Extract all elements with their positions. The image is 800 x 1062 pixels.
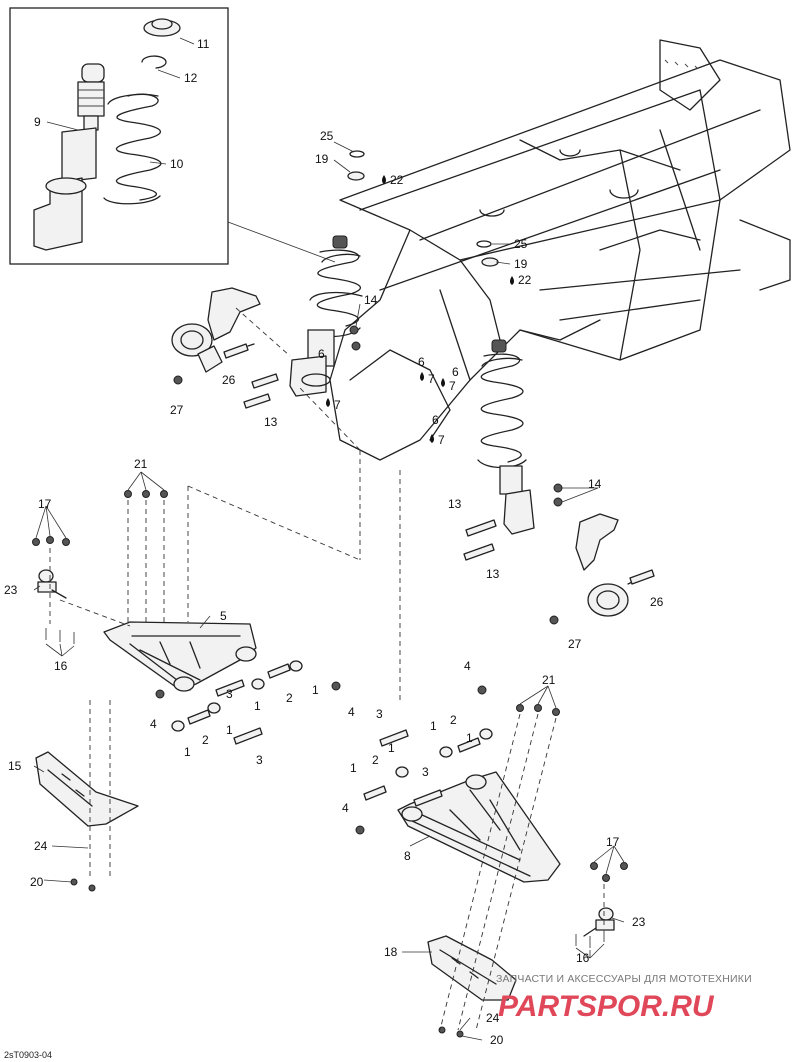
callout-10: 10 xyxy=(170,157,184,171)
callout-25: 25 xyxy=(320,129,334,143)
leader-lines xyxy=(33,37,625,1041)
drop-icon xyxy=(441,378,445,387)
drop-icon xyxy=(430,434,434,443)
callout-20b: 20 xyxy=(490,1033,504,1047)
shock-body-9 xyxy=(33,63,105,251)
callout-18: 18 xyxy=(384,945,398,959)
watermark: ЗАПЧАСТИ И АКСЕССУАРЫ ДЛЯ МОТОТЕХНИКИ PA… xyxy=(496,973,752,1023)
callout-3a: 3 xyxy=(226,687,233,701)
callout-9: 9 xyxy=(34,115,41,129)
callout-1a: 1 xyxy=(312,683,319,697)
callout-1f: 1 xyxy=(466,731,473,745)
callout-2b: 2 xyxy=(202,733,209,747)
callout-13: 13 xyxy=(264,415,278,429)
callout-6c: 6 xyxy=(452,365,459,379)
callout-6d: 6 xyxy=(432,413,439,427)
callout-1c: 1 xyxy=(226,723,233,737)
callout-24: 24 xyxy=(34,839,48,853)
hardware xyxy=(32,150,655,1038)
callout-6b: 6 xyxy=(418,355,425,369)
spring-10 xyxy=(103,93,162,205)
callout-7: 7 xyxy=(428,372,435,386)
callout-24b: 24 xyxy=(486,1011,500,1025)
callout-21b: 21 xyxy=(542,673,556,687)
callout-7b: 7 xyxy=(449,379,456,393)
drop-icon xyxy=(382,175,386,184)
drop-icon xyxy=(510,276,514,285)
callout-19: 19 xyxy=(315,152,329,166)
callout-3c: 3 xyxy=(376,707,383,721)
callout-1e: 1 xyxy=(430,719,437,733)
callout-14b: 14 xyxy=(588,477,602,491)
vehicle-frame xyxy=(329,39,791,461)
callout-3d: 3 xyxy=(422,765,429,779)
callout-20: 20 xyxy=(30,875,44,889)
callout-21: 21 xyxy=(134,457,148,471)
callout-1h: 1 xyxy=(350,761,357,775)
callout-7c: 7 xyxy=(334,398,341,412)
figure-code: 2sT0903-04 xyxy=(4,1050,52,1060)
callout-4b: 4 xyxy=(150,717,157,731)
drop-icon xyxy=(420,372,424,381)
callout-5: 5 xyxy=(220,609,227,623)
a-arm-left-5 xyxy=(103,621,257,692)
callout-labels: 11 12 9 10 25 19 22 25 19 22 14 6 6 6 7 … xyxy=(4,37,664,1047)
steering-knuckle-left xyxy=(171,287,261,373)
callout-8: 8 xyxy=(404,849,411,863)
assembly-lines xyxy=(49,307,605,1031)
callout-14: 14 xyxy=(364,293,378,307)
callout-1b: 1 xyxy=(254,699,261,713)
a-arm-right-8 xyxy=(397,771,561,883)
callout-16b: 16 xyxy=(576,951,590,965)
callout-6: 6 xyxy=(318,347,325,361)
callout-3b: 3 xyxy=(256,753,263,767)
callout-12: 12 xyxy=(184,71,198,85)
callout-22b: 22 xyxy=(518,273,532,287)
callout-7d: 7 xyxy=(438,433,445,447)
ball-joint-left xyxy=(37,569,67,599)
shock-absorber-left xyxy=(289,235,363,397)
callout-26: 26 xyxy=(222,373,236,387)
callout-2d: 2 xyxy=(372,753,379,767)
callout-11: 11 xyxy=(197,37,210,51)
callout-26b: 26 xyxy=(650,595,664,609)
callout-4c: 4 xyxy=(342,801,349,815)
callout-15: 15 xyxy=(8,759,22,773)
watermark-tagline: ЗАПЧАСТИ И АКСЕССУАРЫ ДЛЯ МОТОТЕХНИКИ xyxy=(496,973,752,985)
callout-4: 4 xyxy=(464,659,471,673)
callout-1d: 1 xyxy=(184,745,191,759)
drop-icon xyxy=(326,398,330,407)
callout-23b: 23 xyxy=(632,915,646,929)
callout-22: 22 xyxy=(390,173,404,187)
callout-17: 17 xyxy=(38,497,52,511)
ball-joint-right xyxy=(583,907,615,937)
callout-16: 16 xyxy=(54,659,68,673)
skid-plate-15 xyxy=(35,751,139,827)
skid-plate-18 xyxy=(427,935,517,1001)
callout-2c: 2 xyxy=(450,713,457,727)
shock-detail-inset xyxy=(9,7,336,265)
callout-2a: 2 xyxy=(286,691,293,705)
callout-17b: 17 xyxy=(606,835,620,849)
callout-27: 27 xyxy=(170,403,184,417)
callout-13b: 13 xyxy=(448,497,462,511)
steering-knuckle-right xyxy=(575,513,651,617)
callout-1g: 1 xyxy=(388,741,395,755)
shock-absorber-right xyxy=(477,339,535,535)
callout-19b: 19 xyxy=(514,257,528,271)
callout-25b: 25 xyxy=(514,237,528,251)
callout-13c: 13 xyxy=(486,567,500,581)
callout-27b: 27 xyxy=(568,637,582,651)
watermark-logo: PARTSPOR.RU xyxy=(498,990,715,1023)
threadlocker-drops xyxy=(326,175,514,443)
callout-23: 23 xyxy=(4,583,18,597)
callout-4a: 4 xyxy=(348,705,355,719)
